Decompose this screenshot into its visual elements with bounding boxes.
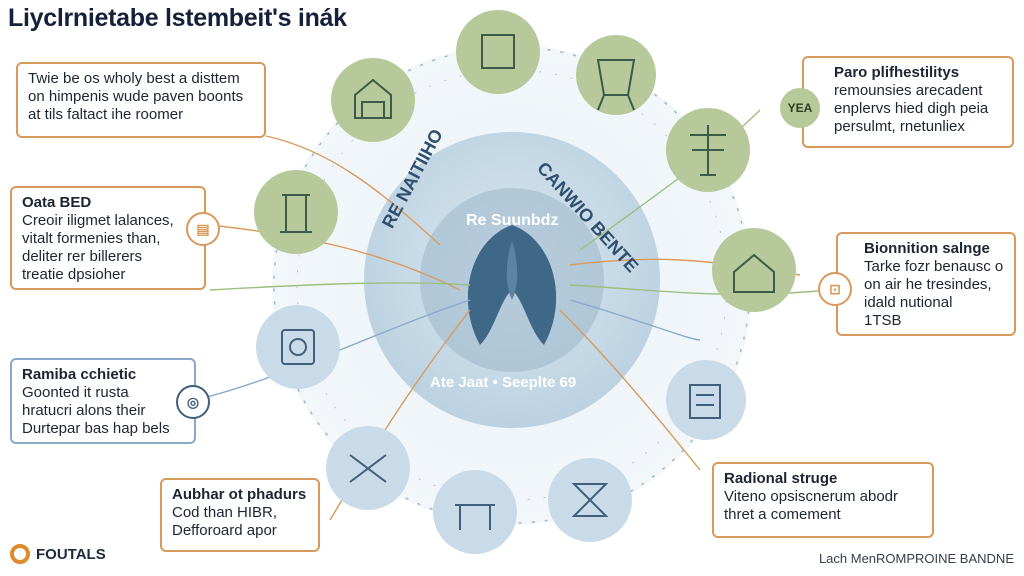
logo-icon [10, 544, 30, 564]
center-label: Re Suunbdz [466, 212, 559, 229]
info-box-lower-left: Ramiba cchietic Goonted it rusta hratucr… [10, 358, 196, 444]
info-box-top-right: Paro plifhestilitys remounsies arecadent… [802, 56, 1014, 148]
box-line: treatie dpsioher [22, 266, 126, 283]
box-line: hratucri alons their [22, 402, 146, 419]
box-line: enplervs hied digh peia [834, 100, 989, 117]
satellite-document-icon [666, 360, 746, 440]
satellite-pillar-icon [254, 170, 338, 254]
box-heading: Radional struge [724, 470, 838, 487]
info-box-mid-left: Oata BED Creoir iligmet lalances, vitalt… [10, 186, 206, 290]
info-box-top-left: Twie be os wholy best a disttem on himpe… [16, 62, 266, 138]
box-line: thret a comement [724, 506, 841, 523]
box-line: Creoir iligmet lalances, [22, 212, 174, 229]
info-box-mid-right: Bionnition salnge Tarke fozr benausc o o… [836, 232, 1016, 336]
box-line: Tarke fozr benausc o [864, 258, 1004, 275]
footer-logo-text: FOUTALS [36, 545, 106, 563]
footer-credit: Lach MenROMPROINE BANDNE [818, 551, 1014, 566]
box-line: Defforoard apor [172, 522, 277, 539]
box-heading: Ramiba cchietic [22, 366, 137, 383]
box-line: on air he tresindes, [864, 276, 992, 293]
box-heading: Oata BED [22, 194, 92, 211]
box-line: Twie be os wholy best a disttem [28, 70, 240, 87]
ticket-badge-icon: ◎ [176, 385, 210, 419]
satellite-top-icon [456, 10, 540, 94]
satellite-chair-icon [576, 35, 656, 115]
doc-badge-icon: ▤ [186, 212, 220, 246]
box-heading: Aubhar ot phadurs [172, 486, 307, 503]
box-line: vitalt formenies than, [22, 230, 161, 247]
box-line: deliter rer billerers [22, 248, 143, 265]
box-line: on himpenis wude paven boonts [28, 88, 244, 105]
info-box-bottom-right: Radional struge Viteno opsiscnerum abodr… [712, 462, 934, 538]
box-line: Durtepar bas hap bels [22, 420, 170, 437]
box-line: persulmt, rnetunliex [834, 118, 965, 135]
box-heading: Bionnition salnge [864, 240, 990, 257]
satellite-building-icon [331, 58, 415, 142]
lock-badge-icon: ⊡ [818, 272, 852, 306]
satellite-house-icon [712, 228, 796, 312]
box-line: Cod than HIBR, [172, 504, 278, 521]
box-line: Viteno opsiscnerum abodr [724, 488, 898, 505]
box-line: remounsies arecadent [834, 82, 983, 99]
central-figure-core [506, 240, 518, 300]
box-line: idald nutional [864, 294, 953, 311]
satellite-glyphs-blue [281, 329, 721, 530]
satellite-machine-icon [256, 305, 340, 389]
footer-logo: FOUTALS [10, 544, 106, 564]
yea-badge-icon: YEA [780, 88, 820, 128]
page-title: Liyclrnietabe lstembeit's inák [8, 4, 347, 32]
box-line: at tils faltact ihe roomer [28, 106, 184, 123]
satellite-bench-icon [433, 470, 517, 554]
center-bottom-label: Ate Jaat • Seeplte 69 [430, 374, 577, 391]
info-box-bottom-left: Aubhar ot phadurs Cod than HIBR, Defforo… [160, 478, 320, 552]
box-line: Goonted it rusta [22, 384, 129, 401]
box-heading: Paro plifhestilitys [834, 64, 960, 81]
satellite-glyphs-green [280, 34, 775, 293]
box-line: 1TSB [864, 312, 902, 329]
